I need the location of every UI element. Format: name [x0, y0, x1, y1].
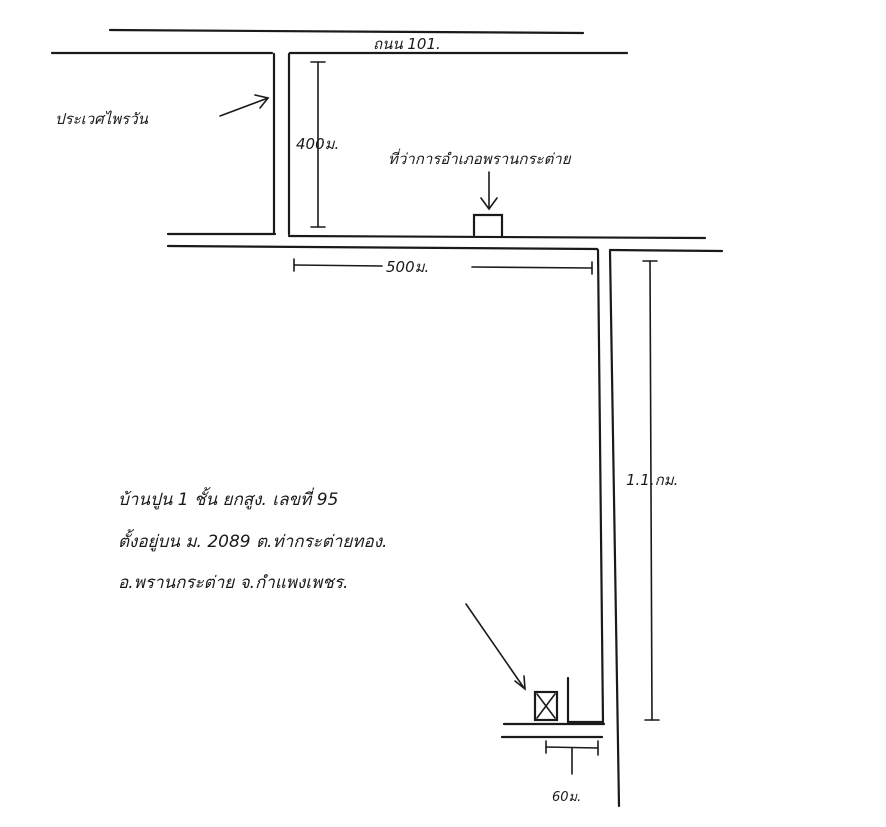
south-road-east-edge — [608, 249, 621, 808]
roads — [50, 28, 724, 808]
middle-road-east-branch — [608, 248, 724, 253]
office-arrow-head — [480, 197, 498, 211]
district-office-icon — [472, 213, 504, 238]
middle-road-north-edge-right — [287, 234, 707, 240]
middle-distance-label: 500ม. — [386, 258, 429, 276]
district-office-label: ที่ว่าการอำเภอพรานกระต่าย — [388, 148, 572, 168]
left-street-label: ประเวศไพรวัน — [55, 110, 149, 128]
house-description-line-1: บ้านปูน 1 ชั้น ยกสูง. เลขที่ 95 — [118, 486, 338, 510]
house-description-line-2: ตั้งอยู่บน ม. 2089 ต.ท่ากระต่ายทอง. — [118, 528, 387, 552]
road-101-top-edge — [108, 28, 585, 35]
dim-1-1-km-line — [649, 260, 653, 721]
house-icon-cross-b — [536, 693, 556, 719]
house-arrow-shaft — [465, 603, 525, 689]
side-distance-label: 60ม. — [552, 790, 581, 805]
north-distance-label: 400ม. — [296, 135, 339, 153]
house-icon — [533, 690, 559, 722]
text-labels: ถนน 101. ประเวศไพรวัน 400ม. ที่ว่าการอำเ… — [55, 35, 678, 805]
east-distance-label: 1.1.กม. — [626, 471, 678, 489]
dim-500-line-left — [293, 264, 383, 267]
buildings — [472, 213, 559, 722]
house-arrow-head — [514, 675, 526, 691]
dimension-lines — [293, 61, 660, 775]
street-label-arrow-shaft — [219, 97, 269, 117]
house-description-line-3: อ.พรานกระต่าย จ.กำแพงเพชร. — [118, 573, 348, 593]
dim-500-line-right — [471, 266, 593, 269]
top-road-label: ถนน 101. — [373, 35, 441, 53]
street-label-arrow-head — [254, 94, 270, 109]
arrows — [219, 94, 526, 691]
south-road-west-edge — [596, 248, 605, 726]
middle-road-south-edge — [166, 244, 599, 251]
